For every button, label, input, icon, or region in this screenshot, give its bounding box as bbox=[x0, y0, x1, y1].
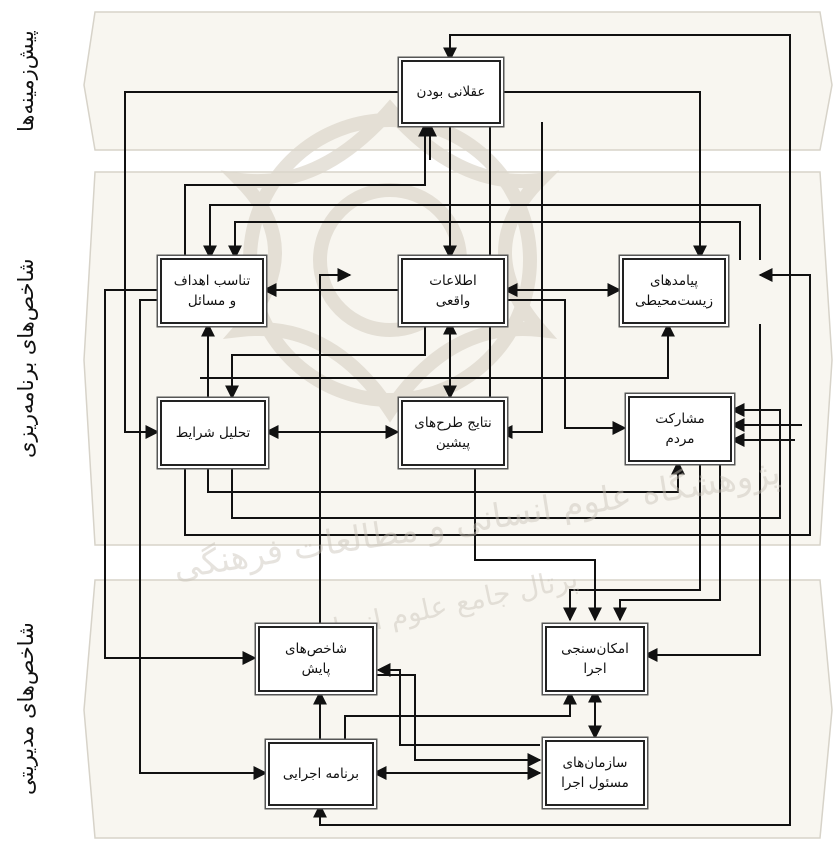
node-monitoring-line2: پایش bbox=[301, 661, 331, 677]
node-participation-line2: مردم bbox=[665, 431, 695, 447]
arrow-participation-environment bbox=[625, 322, 675, 379]
node-monitoring: شاخص‌های پایش bbox=[258, 626, 374, 692]
arrow-rationality-analysis bbox=[124, 91, 400, 439]
arrow-participation-feasibility bbox=[563, 462, 701, 622]
arrow-goals-rationality bbox=[184, 122, 432, 258]
arrow-analysis-loop bbox=[184, 268, 811, 536]
node-results-line2: پیشین bbox=[435, 435, 471, 451]
node-feasibility-line1: امکان‌سنجی bbox=[561, 641, 629, 657]
node-analysis-line1: تحلیل شرایط bbox=[175, 425, 251, 441]
band-label-planning: شاخص‌های برنامه‌ریزی bbox=[14, 258, 38, 459]
connectors bbox=[104, 34, 811, 826]
node-monitoring-line1: شاخص‌های bbox=[284, 641, 348, 657]
node-goals-line2: و مسائل bbox=[187, 293, 237, 309]
arrow-rationality-environment bbox=[500, 91, 707, 260]
node-program-line1: برنامه اجرایی bbox=[282, 766, 360, 782]
node-rationality: عقلانی بودن bbox=[401, 60, 501, 124]
node-analysis: تحلیل شرایط bbox=[160, 400, 266, 466]
arrow-loop-top bbox=[443, 34, 791, 810]
arrow-program-feasibility bbox=[344, 690, 577, 742]
arrow-monitoring-goals bbox=[319, 268, 352, 625]
arrow-loop-participation-1 bbox=[231, 403, 781, 519]
node-participation-line1: مشارکت bbox=[655, 411, 705, 427]
node-environment-line2: زیست‌محیطی bbox=[635, 293, 713, 309]
node-environment: پیامدهای زیست‌محیطی bbox=[622, 258, 726, 324]
node-feasibility: امکان‌سنجی اجرا bbox=[545, 626, 645, 692]
node-results-line1: نتایج طرح‌های bbox=[414, 415, 492, 431]
band-label-backgrounds: پیش‌زمینه‌ها bbox=[14, 30, 38, 132]
band-label-management: شاخص‌های مدیریتی bbox=[14, 622, 38, 796]
arrow-info-analysis bbox=[225, 322, 426, 400]
arrow-monitoring-orgs bbox=[374, 674, 542, 767]
arrow-goals-monitoring bbox=[104, 289, 257, 665]
node-goals: تناسب اهداف و مسائل bbox=[160, 258, 264, 324]
node-results: نتایج طرح‌های پیشین bbox=[401, 400, 505, 466]
node-environment-line1: پیامدهای bbox=[649, 273, 699, 289]
node-rationality-line1: عقلانی بودن bbox=[416, 84, 486, 100]
node-program: برنامه اجرایی bbox=[268, 742, 374, 806]
node-orgs-line1: سازمان‌های bbox=[562, 755, 628, 771]
node-orgs-line2: مسئول اجرا bbox=[561, 775, 629, 791]
arrow-bottom-loop bbox=[313, 803, 791, 826]
arrow-analysis-participation bbox=[207, 460, 685, 493]
node-info: اطلاعات واقعی bbox=[401, 258, 505, 324]
node-info-line1: اطلاعات bbox=[429, 273, 477, 289]
node-info-line2: واقعی bbox=[435, 293, 471, 309]
arrow-environment-goals bbox=[203, 204, 761, 260]
node-feasibility-line2: اجرا bbox=[583, 661, 607, 677]
arrow-info-participation bbox=[505, 299, 627, 435]
node-participation: مشارکت مردم bbox=[628, 396, 732, 462]
node-goals-line1: تناسب اهداف bbox=[173, 273, 251, 289]
node-orgs: سازمان‌های مسئول اجرا bbox=[545, 740, 645, 806]
arrow-environment-feasibility bbox=[643, 324, 761, 662]
arrow-goals-program bbox=[139, 299, 268, 780]
